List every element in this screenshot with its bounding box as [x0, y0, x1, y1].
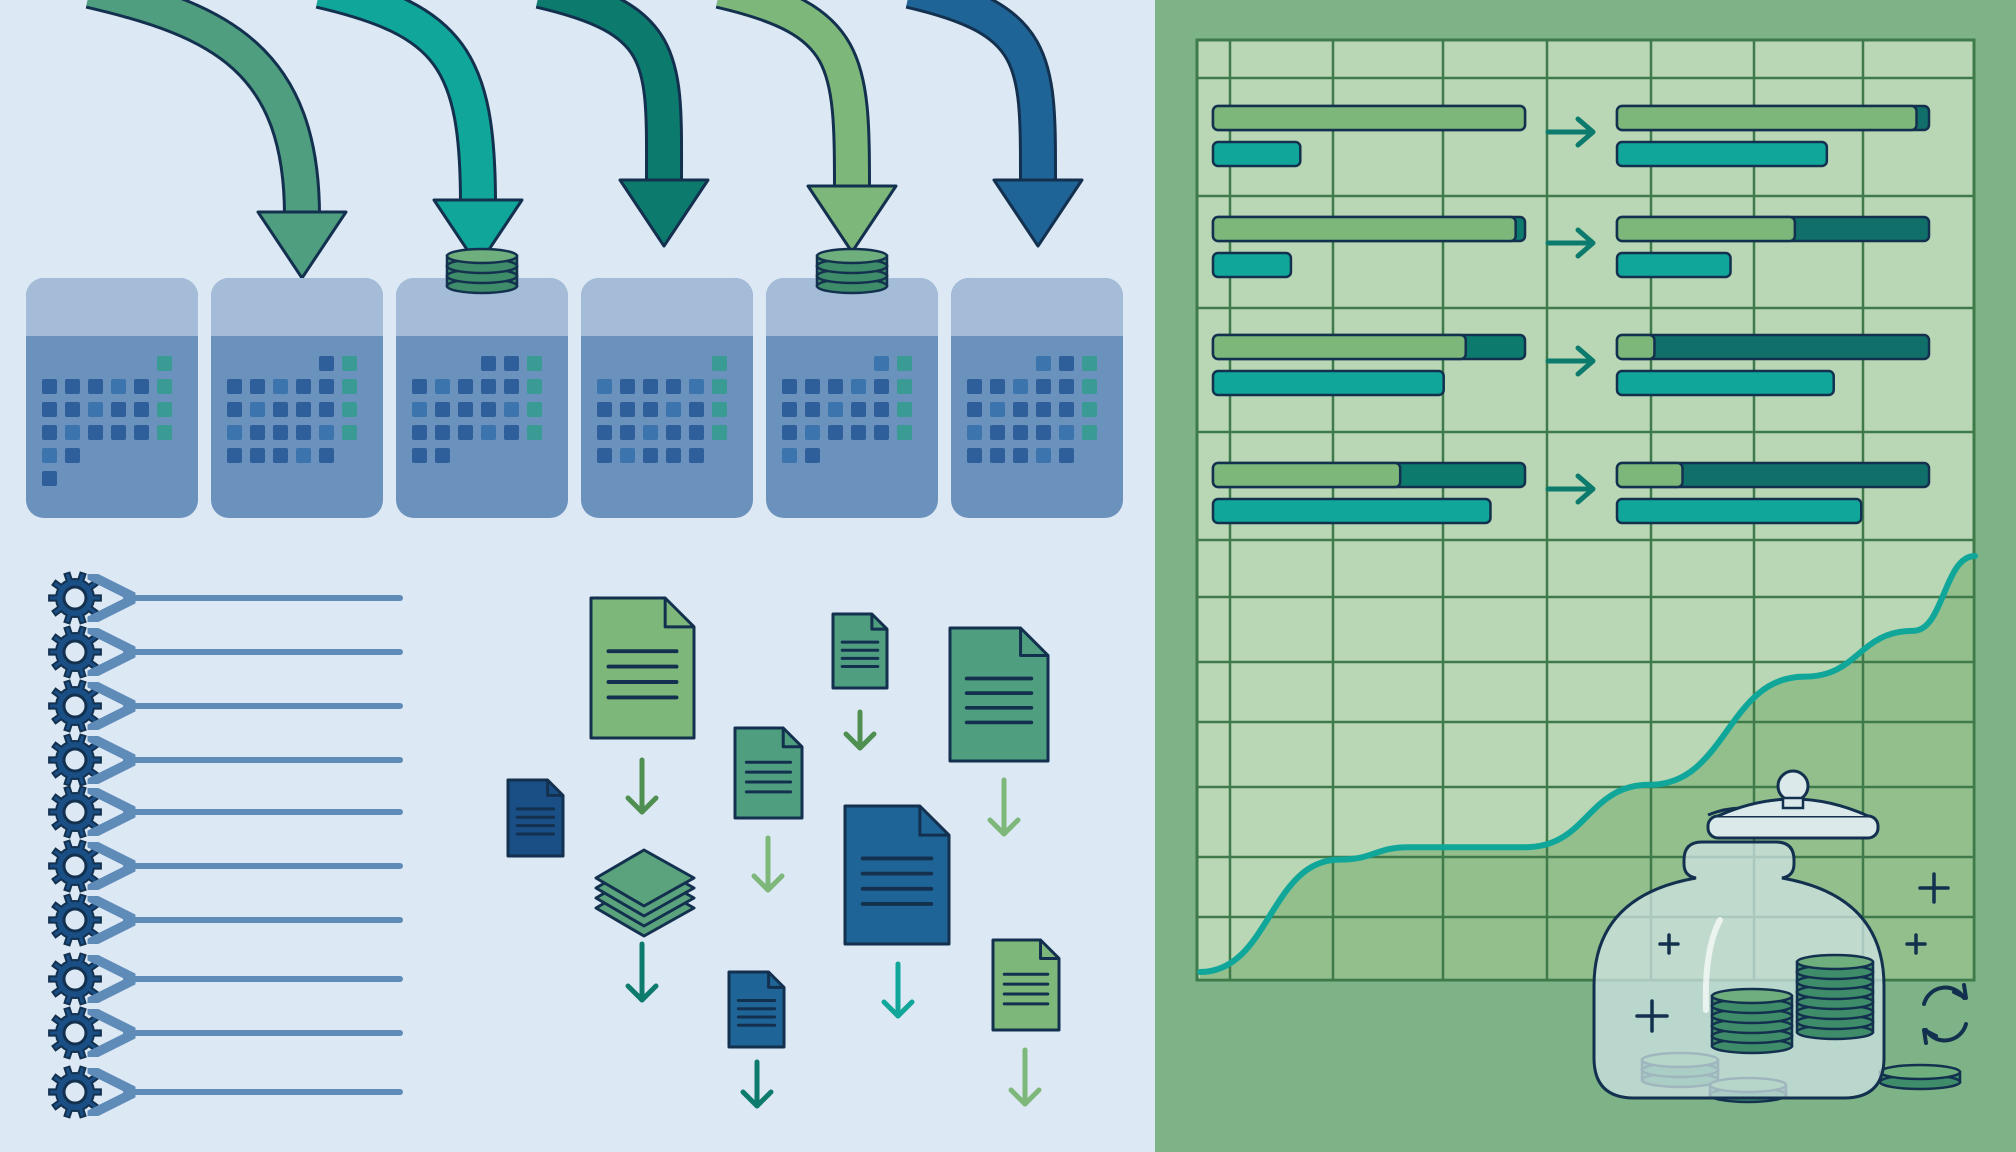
calendar-grid-icon — [951, 278, 1123, 518]
after-secondary-bar — [1615, 497, 1863, 525]
calendar-row — [26, 247, 1123, 518]
down-arrow-icon — [740, 1059, 774, 1109]
calendar-grid-icon — [581, 278, 753, 518]
calendar-grid-icon — [26, 278, 198, 518]
after-bar-fill — [1615, 333, 1656, 361]
document-icon — [843, 804, 951, 946]
coin-stack-icon — [1710, 987, 1794, 1055]
before-bar-fill — [1211, 333, 1467, 361]
after-bar — [1615, 333, 1931, 361]
curved-arrows-group — [85, 0, 1084, 280]
right-arrow-head — [1575, 345, 1596, 377]
calendar-grid-icon — [211, 278, 383, 518]
jar-lid — [1706, 814, 1880, 840]
comparison-row — [1211, 461, 1931, 525]
document-icon — [991, 938, 1061, 1032]
document-icon — [727, 970, 786, 1049]
curved-down-arrow-icon — [905, 0, 1084, 248]
curved-down-arrow-icon — [315, 0, 524, 268]
plus-icon — [1635, 999, 1669, 1033]
comparison-row — [1211, 333, 1931, 397]
document-icon — [831, 612, 889, 690]
after-secondary-bar — [1615, 251, 1732, 279]
coin-stack-icon — [815, 247, 889, 295]
document-icon — [506, 778, 565, 858]
down-arrow-icon — [625, 941, 659, 1003]
gear-icon — [48, 839, 102, 893]
right-arrow-head — [1575, 227, 1596, 259]
refresh-icon — [1922, 983, 1968, 1045]
curved-down-arrow-icon — [715, 0, 898, 254]
before-secondary-bar — [1211, 369, 1445, 397]
document-flow-group — [506, 596, 1061, 1109]
before-secondary-bar — [1211, 140, 1302, 168]
down-arrow-icon — [987, 777, 1021, 837]
after-bar-fill — [1615, 215, 1797, 243]
curved-down-arrow-icon — [535, 0, 710, 248]
right-arrow-head — [1575, 473, 1596, 505]
down-arrow-icon — [625, 757, 659, 815]
down-arrow-icon — [751, 835, 785, 893]
calendar-grid-icon — [396, 278, 568, 518]
comparison-row — [1211, 104, 1931, 168]
before-secondary-bar — [1211, 497, 1492, 525]
comparison-bars-group — [1211, 104, 1931, 525]
coin-jar — [1592, 769, 1968, 1104]
document-icon — [589, 596, 696, 740]
gear-column — [48, 571, 403, 1119]
before-secondary-bar — [1211, 251, 1293, 279]
spreadsheet-panel — [1195, 38, 1978, 982]
document-icon — [948, 626, 1050, 763]
down-arrow-icon — [881, 961, 915, 1019]
calendar-grid-icon — [766, 278, 938, 518]
after-secondary-bar — [1615, 140, 1829, 168]
after-bar-fill — [1615, 104, 1918, 132]
comparison-row — [1211, 215, 1931, 279]
down-arrow-icon — [1008, 1047, 1042, 1107]
jar-highlight — [1702, 917, 1723, 1013]
coin-stack-icon — [1878, 1063, 1962, 1091]
left-panel-background — [0, 0, 1155, 1152]
coin-stack-icon — [445, 247, 519, 295]
after-bar-fill — [1615, 461, 1684, 489]
trend-line — [1197, 553, 1978, 975]
before-bar-fill — [1211, 461, 1402, 489]
jar-knob — [1776, 769, 1810, 803]
plus-icon — [1905, 933, 1927, 955]
document-icon — [733, 726, 804, 820]
curved-down-arrow-icon — [85, 0, 348, 280]
layers-icon — [594, 848, 696, 938]
plus-icon — [1918, 872, 1950, 904]
before-bar-fill — [1211, 104, 1527, 132]
before-bar-fill — [1211, 215, 1517, 243]
after-secondary-bar — [1615, 369, 1835, 397]
right-arrow-head — [1575, 116, 1596, 148]
plus-icon — [1658, 933, 1680, 955]
coin-stack-icon — [1795, 953, 1875, 1041]
down-arrow-icon — [843, 709, 877, 751]
